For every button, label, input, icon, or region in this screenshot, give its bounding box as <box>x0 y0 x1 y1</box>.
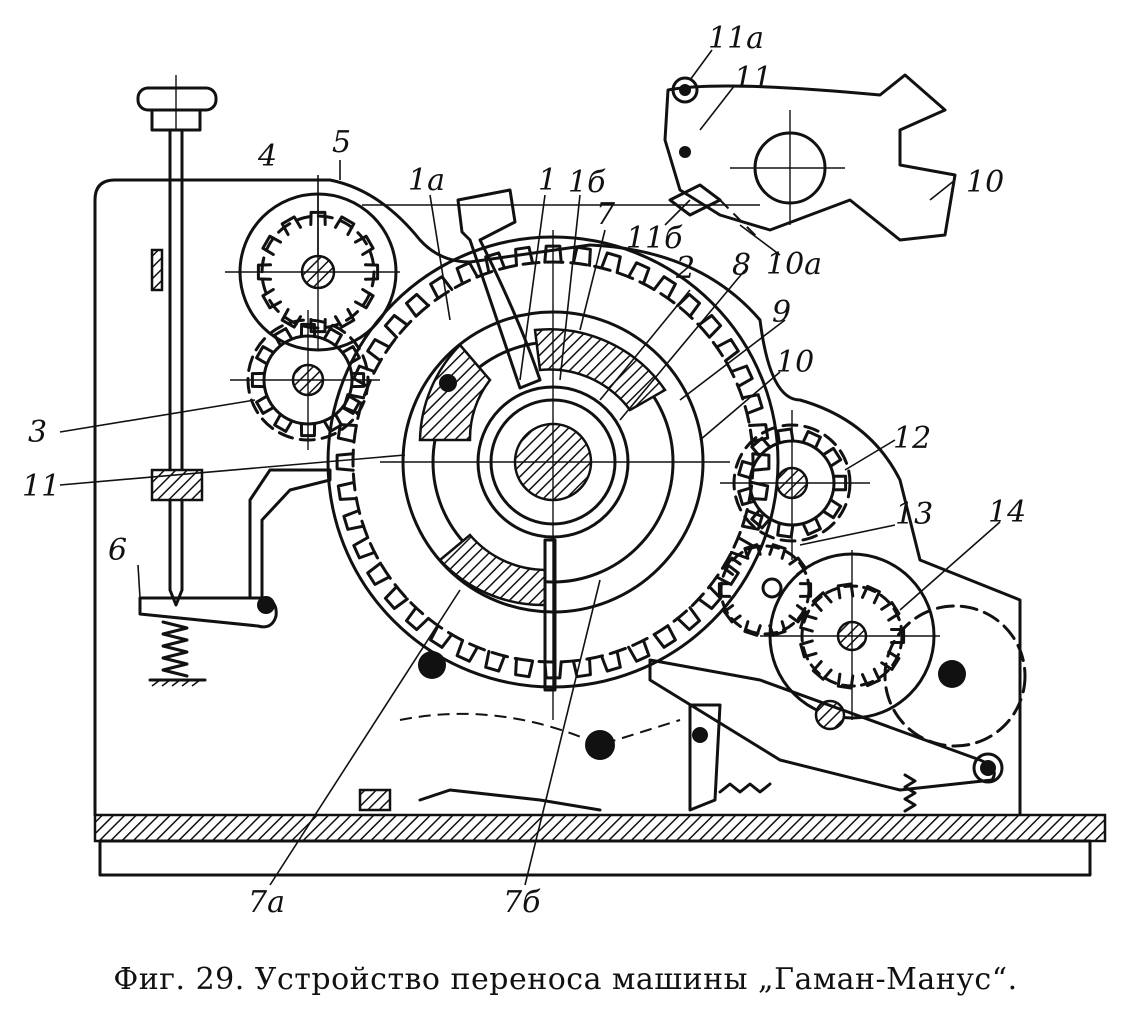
label-7b: 7б <box>503 885 541 920</box>
lower-levers <box>358 658 1004 813</box>
label-13: 13 <box>895 497 933 532</box>
key-rod <box>136 75 218 607</box>
gear-13 <box>719 544 811 636</box>
label-11: 11 <box>734 61 772 96</box>
label-6: 6 <box>108 533 127 568</box>
label-8: 8 <box>732 248 751 283</box>
label-11a: 11а <box>708 21 764 56</box>
label-2: 2 <box>675 251 695 286</box>
label-3: 3 <box>28 415 47 450</box>
lever-6 <box>138 468 332 687</box>
gear-teeth-1 <box>250 322 366 438</box>
gear-teeth-0 <box>256 210 380 334</box>
base-channel <box>98 839 1092 877</box>
detail-10-11 <box>663 73 957 242</box>
label-7: 7 <box>596 197 616 232</box>
pawl-7 <box>543 538 557 692</box>
housing-frame <box>93 178 1022 817</box>
label-1: 1 <box>538 163 557 198</box>
gear-12 <box>720 410 870 560</box>
label-10a: 10а <box>766 247 822 282</box>
gear-4 <box>225 192 400 352</box>
label-11b: 11б <box>626 221 683 256</box>
label-10-top: 10 <box>966 165 1004 200</box>
label-5: 5 <box>332 125 351 160</box>
figure-caption: Фиг. 29. Устройство переноса машины „Гам… <box>113 962 1018 997</box>
base-plate <box>93 813 1107 843</box>
label-1b: 1б <box>568 165 606 200</box>
label-12: 12 <box>893 421 931 456</box>
label-11-left: 11 <box>22 469 60 504</box>
gear-teeth-4 <box>717 543 813 637</box>
gear-teeth-5 <box>799 582 906 690</box>
carry-mechanism-drawing: 4 5 1а 1 1б 7 2 8 9 10 12 13 14 3 11 6 7… <box>22 21 1107 920</box>
label-14: 14 <box>988 495 1026 530</box>
gear-3 <box>230 310 380 450</box>
main-drum <box>326 230 780 720</box>
gear-14 <box>760 550 1027 748</box>
leader-lines <box>59 49 1001 886</box>
lever-1 <box>362 188 760 390</box>
label-10: 10 <box>776 345 814 380</box>
label-4: 4 <box>257 139 277 174</box>
label-7a: 7а <box>248 885 285 920</box>
gear-teeth-2 <box>335 244 771 680</box>
label-1a: 1а <box>408 163 445 198</box>
label-9: 9 <box>772 295 791 330</box>
gear-teeth-3 <box>737 427 848 539</box>
